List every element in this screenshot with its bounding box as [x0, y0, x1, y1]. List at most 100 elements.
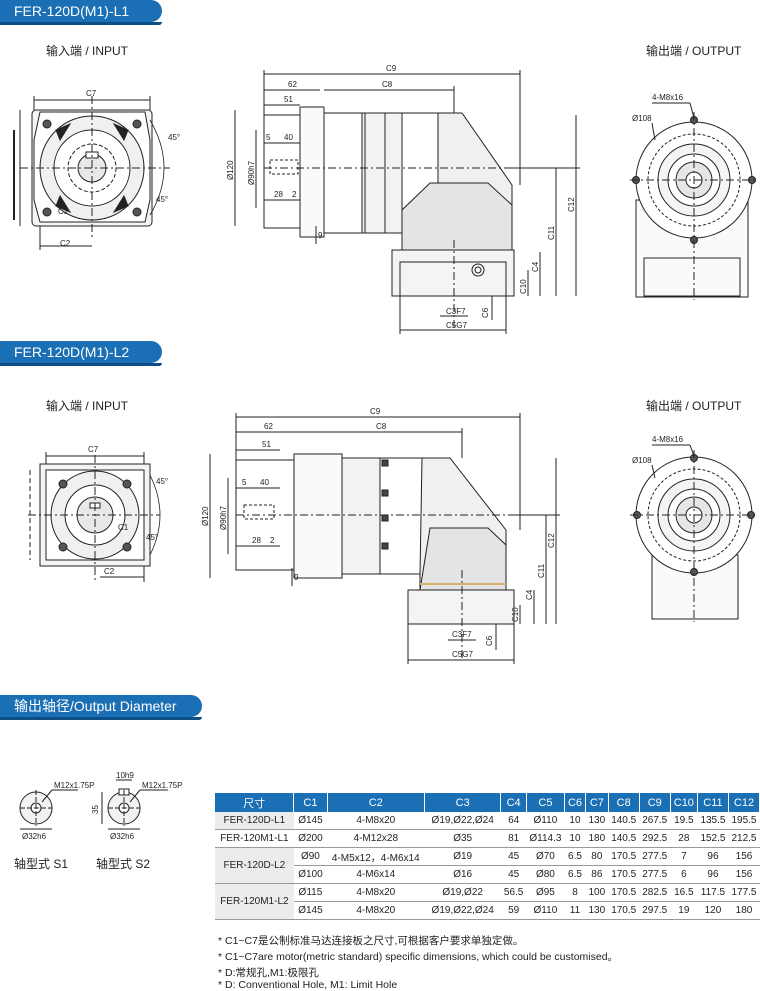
dim-c7-l2: C7 [88, 445, 99, 454]
dim-c2-l1: C2 [60, 239, 71, 248]
dim-40-l1: 40 [284, 133, 293, 142]
shaft-s2-label: 轴型式 S2 [96, 857, 151, 871]
dim-c8-l1: C8 [382, 80, 393, 89]
shaft-s1-thread: M12x1.75P [54, 781, 94, 790]
dimension-table: 尺寸 C1 C2 C3 C4 C5 C6 C7 C8 C9 C10 C11 C1… [215, 793, 760, 920]
dim-c1-l2: C1 [118, 523, 129, 532]
table-header: C12 [728, 793, 760, 812]
table-cell: 80 [585, 847, 609, 866]
table-cell: 19 [670, 901, 698, 920]
table-cell: 277.5 [639, 865, 671, 884]
shaft-s2-keywidth: 10h9 [116, 771, 134, 780]
dim-c11-l1: C11 [547, 225, 556, 240]
table-row: FER-120M1-L1 Ø200 4-M12x28 Ø35 81 Ø114.3… [215, 829, 760, 848]
table-cell: 140.5 [608, 812, 640, 830]
dim-c10-l1: C10 [519, 279, 528, 294]
table-row: FER-120M1-L2 Ø115 4-M8x20 Ø19,Ø22 56.5 Ø… [215, 883, 760, 920]
dim-c6-l1: C6 [481, 307, 490, 318]
note-4: * D: Conventional Hole, M1: Limit Hole [218, 979, 398, 991]
dim-c6-l2: C6 [485, 635, 494, 646]
table-cell: 4-M8x20 [327, 901, 425, 920]
table-cell: 135.5 [697, 812, 729, 830]
table-cell: 292.5 [639, 829, 671, 848]
dim-c8-l2: C8 [376, 422, 387, 431]
dim-62-l1: 62 [288, 80, 297, 89]
dim-5-l2: 5 [242, 478, 247, 487]
shaft-s2-drawing [101, 779, 168, 830]
dim-40-l2: 40 [260, 478, 269, 487]
table-cell: 45 [500, 847, 527, 866]
table-cell: 170.5 [608, 865, 640, 884]
dim-2-l1: 2 [292, 190, 297, 199]
table-cell: 130 [585, 901, 609, 920]
dim-c9-l1: C9 [386, 64, 397, 73]
dim-c9-l2: C9 [370, 407, 381, 416]
table-header: C4 [500, 793, 527, 812]
table-cell: Ø100 [293, 865, 328, 884]
table-row: Ø145 4-M8x20 Ø19,Ø22,Ø24 59 Ø110 11 130 … [215, 901, 760, 920]
dim-angle-l1a: 45° [168, 133, 180, 142]
input-label-l1: 输入端 / INPUT [46, 44, 129, 58]
table-header: C7 [585, 793, 609, 812]
table-cell: 10 [564, 812, 586, 830]
table-cell: 156 [728, 847, 760, 866]
table-cell: Ø80 [526, 865, 565, 884]
table-cell: Ø16 [424, 865, 501, 884]
note-3: * D:常规孔,M1:极限孔 [218, 967, 319, 979]
table-cell: 19.5 [670, 812, 698, 830]
table-cell: 81 [500, 829, 527, 848]
table-cell: 4-M8x20 [327, 883, 425, 902]
table-cell: 130 [585, 812, 609, 830]
dim-c10-l2: C10 [511, 607, 520, 622]
dim-c5-l2: C5G7 [452, 650, 473, 659]
table-header: C2 [327, 793, 425, 812]
dim-angle-l2b: 45° [146, 533, 158, 542]
input-label-l2: 输入端 / INPUT [46, 399, 129, 413]
shaft-s2-diameter: Ø32h6 [110, 832, 135, 841]
table-cell: 4-M12x28 [327, 829, 425, 848]
table-cell: 180 [728, 901, 760, 920]
table-row: FER-120D-L1 Ø145 4-M8x20 Ø19,Ø22,Ø24 64 … [215, 812, 760, 830]
table-cell: 156 [728, 865, 760, 884]
dim-90-l2: Ø90h7 [219, 505, 228, 530]
table-cell: Ø110 [526, 812, 565, 830]
table-header: C5 [526, 793, 565, 812]
table-cell: 140.5 [608, 829, 640, 848]
dim-9-l2: 9 [294, 573, 299, 582]
shaft-s1-drawing [19, 789, 78, 830]
table-cell: 56.5 [500, 883, 527, 902]
dim-c12-l2: C12 [547, 533, 556, 548]
table-cell: 16.5 [670, 883, 698, 902]
dim-28-l1: 28 [274, 190, 283, 199]
dim-62-l2: 62 [264, 422, 273, 431]
table-cell: 277.5 [639, 847, 671, 866]
side-view-l2 [209, 413, 560, 664]
table-cell: 96 [697, 847, 729, 866]
table-cell: Ø95 [526, 883, 565, 902]
table-header: C11 [697, 793, 729, 812]
table-row: Ø100 4-M6x14 Ø16 45 Ø80 6.5 86 170.5 277… [215, 865, 760, 884]
note-1: * C1~C7是公制标准马达连接板之尺寸,可根据客户要求单独定做。 [218, 935, 524, 947]
dim-c2-l2: C2 [104, 567, 115, 576]
output-view-l1 [630, 102, 758, 300]
table-header-row: 尺寸 C1 C2 C3 C4 C5 C6 C7 C8 C9 C10 C11 C1… [215, 793, 760, 812]
table-cell: 10 [564, 829, 586, 848]
table-cell-model: FER-120D-L2 [215, 847, 294, 884]
dim-c12-l1: C12 [567, 197, 576, 212]
table-cell: Ø145 [293, 812, 328, 830]
section-title-output: 输出轴径/Output Diameter [0, 695, 202, 720]
table-cell: Ø110 [526, 901, 565, 920]
dim-bolts-l1: 4-M8x16 [652, 93, 684, 102]
table-cell: 180 [585, 829, 609, 848]
table-cell: 11 [564, 901, 586, 920]
dim-c4-l2: C4 [525, 589, 534, 600]
dim-c4-l1: C4 [531, 261, 540, 272]
dim-2-l2: 2 [270, 536, 275, 545]
table-cell: 212.5 [728, 829, 760, 848]
dim-bolts-l2: 4-M8x16 [652, 435, 684, 444]
dim-90-l1: Ø90h7 [247, 160, 256, 185]
table-cell: 4-M6x14 [327, 865, 425, 884]
table-cell: 4-M8x20 [327, 812, 425, 830]
table-cell: Ø115 [293, 883, 328, 902]
